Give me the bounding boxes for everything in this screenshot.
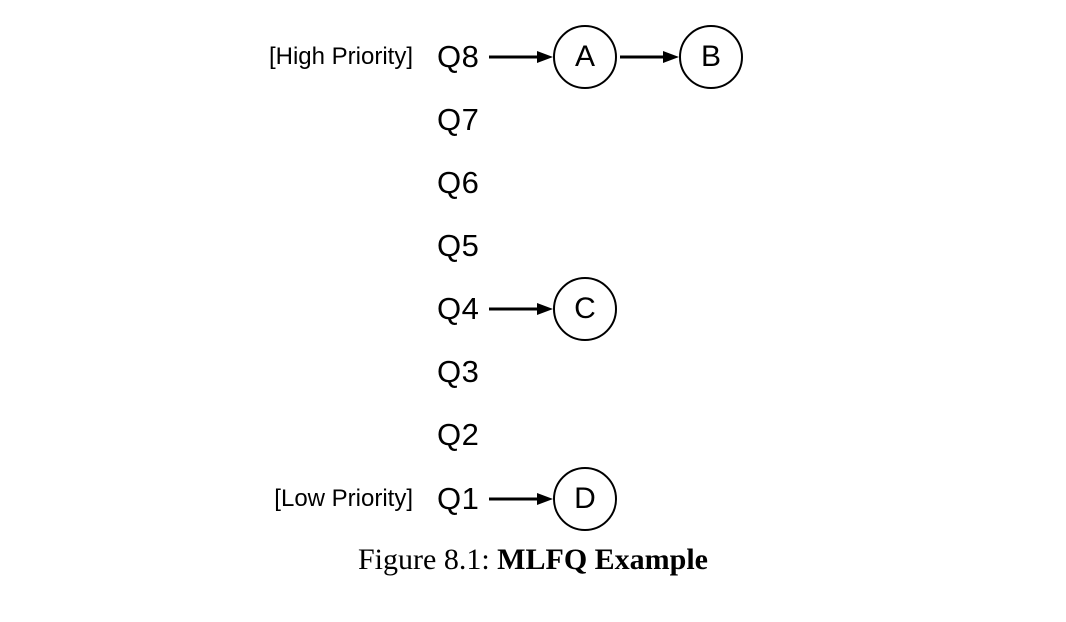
arrow-icon: [620, 51, 679, 63]
queue-row-q8: [High Priority] Q8 A B: [0, 25, 1066, 89]
queue-label-q7: Q7: [437, 102, 480, 137]
queue-row-q7: Q7: [0, 88, 1066, 152]
process-label-c: C: [574, 292, 596, 325]
process-node-d: D: [553, 467, 617, 531]
low-priority-label: [Low Priority]: [274, 485, 413, 512]
queue-row-q6: Q6: [0, 151, 1066, 215]
queue-label-q6: Q6: [437, 165, 480, 200]
process-label-b: B: [700, 40, 721, 73]
queue-label-q2: Q2: [437, 417, 480, 452]
queue-row-q1: [Low Priority] Q1 D: [0, 467, 1066, 531]
queue-row-q5: Q5: [0, 214, 1066, 278]
high-priority-label: [High Priority]: [268, 43, 413, 70]
figure-number: Figure 8.1:: [358, 543, 490, 576]
process-node-a: A: [553, 25, 617, 89]
figure-caption: Figure 8.1: MLFQ Example: [0, 542, 1066, 578]
queue-label-q4: Q4: [437, 291, 480, 326]
queue-row-q3: Q3: [0, 340, 1066, 404]
queue-label-q3: Q3: [437, 354, 480, 389]
arrow-icon: [489, 51, 553, 63]
queue-label-q8: Q8: [437, 39, 480, 74]
queue-row-q2: Q2: [0, 403, 1066, 467]
arrow-icon: [489, 493, 553, 505]
queue-label-q1: Q1: [437, 481, 480, 516]
queue-label-q5: Q5: [437, 228, 480, 263]
arrow-icon: [489, 303, 553, 315]
figure-title: MLFQ Example: [497, 543, 708, 576]
process-label-a: A: [574, 40, 595, 73]
process-node-c: C: [553, 277, 617, 341]
process-node-b: B: [679, 25, 743, 89]
queue-row-q4: Q4 C: [0, 277, 1066, 341]
process-label-d: D: [574, 482, 596, 515]
